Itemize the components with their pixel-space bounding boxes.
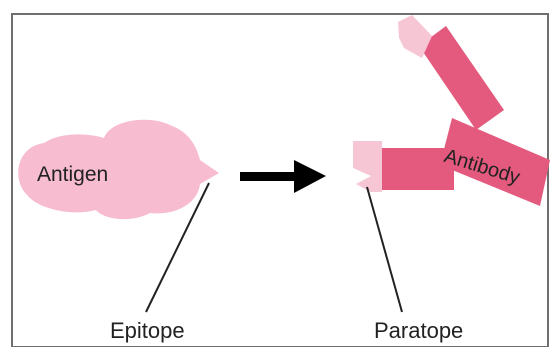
antigen-label: Antigen bbox=[37, 163, 108, 187]
antibody-lower-arm bbox=[382, 148, 454, 190]
paratope-label: Paratope bbox=[374, 318, 463, 344]
epitope-label: Epitope bbox=[110, 318, 185, 344]
arrow-shaft bbox=[240, 172, 296, 181]
paratope-tip-lower bbox=[353, 141, 382, 192]
